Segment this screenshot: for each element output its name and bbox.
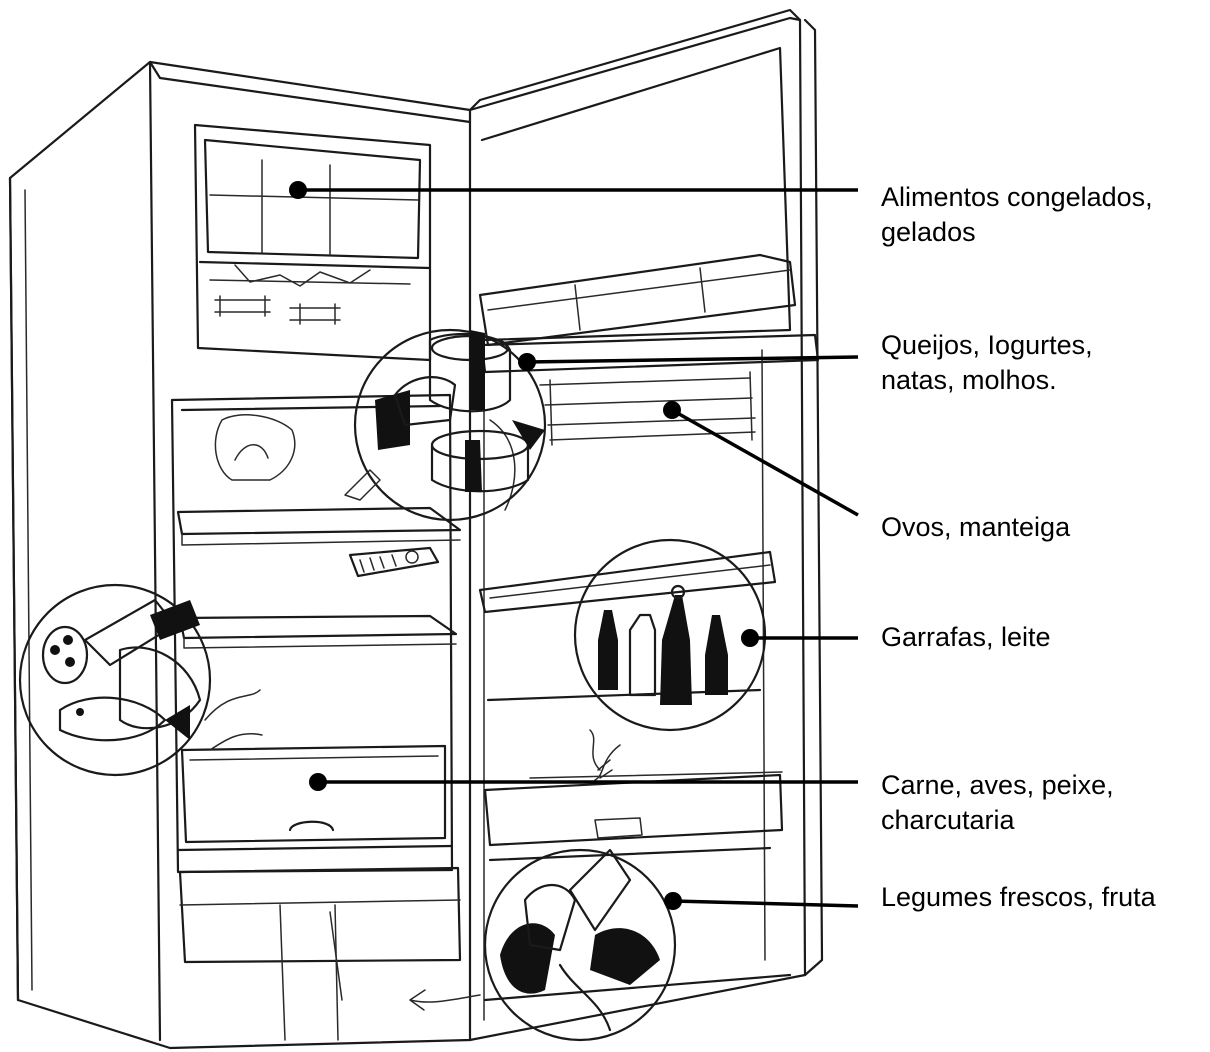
dot-bottles — [741, 629, 759, 647]
dot-frozen — [289, 181, 307, 199]
dot-meat — [309, 773, 327, 791]
main-compartment — [172, 395, 460, 1040]
fridge-door — [470, 10, 822, 1040]
label-vegetables-fruit: Legumes frescos, fruta — [881, 880, 1156, 915]
label-vegetables-line1: Legumes frescos, fruta — [881, 880, 1156, 915]
leader-vegetables — [673, 901, 858, 906]
label-eggs-butter: Ovos, manteiga — [881, 510, 1070, 545]
label-dairy-line1: Queijos, Iogurtes, — [881, 328, 1093, 363]
label-frozen-foods: Alimentos congelados, gelados — [881, 180, 1153, 250]
label-eggs-line1: Ovos, manteiga — [881, 510, 1070, 545]
leader-lines — [289, 181, 858, 910]
label-meat-line1: Carne, aves, peixe, — [881, 768, 1114, 803]
bottles-inset — [575, 540, 765, 780]
dot-vegetables — [664, 892, 682, 910]
fridge-body — [10, 62, 470, 1048]
label-frozen-line2: gelados — [881, 215, 1153, 250]
label-frozen-line1: Alimentos congelados, — [881, 180, 1153, 215]
label-meat-line2: charcutaria — [881, 803, 1114, 838]
dot-dairy — [518, 353, 536, 371]
label-dairy-line2: natas, molhos. — [881, 363, 1093, 398]
label-meat-fish: Carne, aves, peixe, charcutaria — [881, 768, 1114, 838]
dairy-inset — [345, 330, 545, 520]
leader-eggs — [672, 410, 858, 515]
vegetables-inset — [410, 850, 675, 1040]
meat-fish-inset — [20, 585, 262, 775]
freezer-compartment — [195, 125, 430, 360]
label-dairy: Queijos, Iogurtes, natas, molhos. — [881, 328, 1093, 398]
label-bottles-line1: Garrafas, leite — [881, 620, 1051, 655]
label-bottles-milk: Garrafas, leite — [881, 620, 1051, 655]
dot-eggs — [663, 401, 681, 419]
